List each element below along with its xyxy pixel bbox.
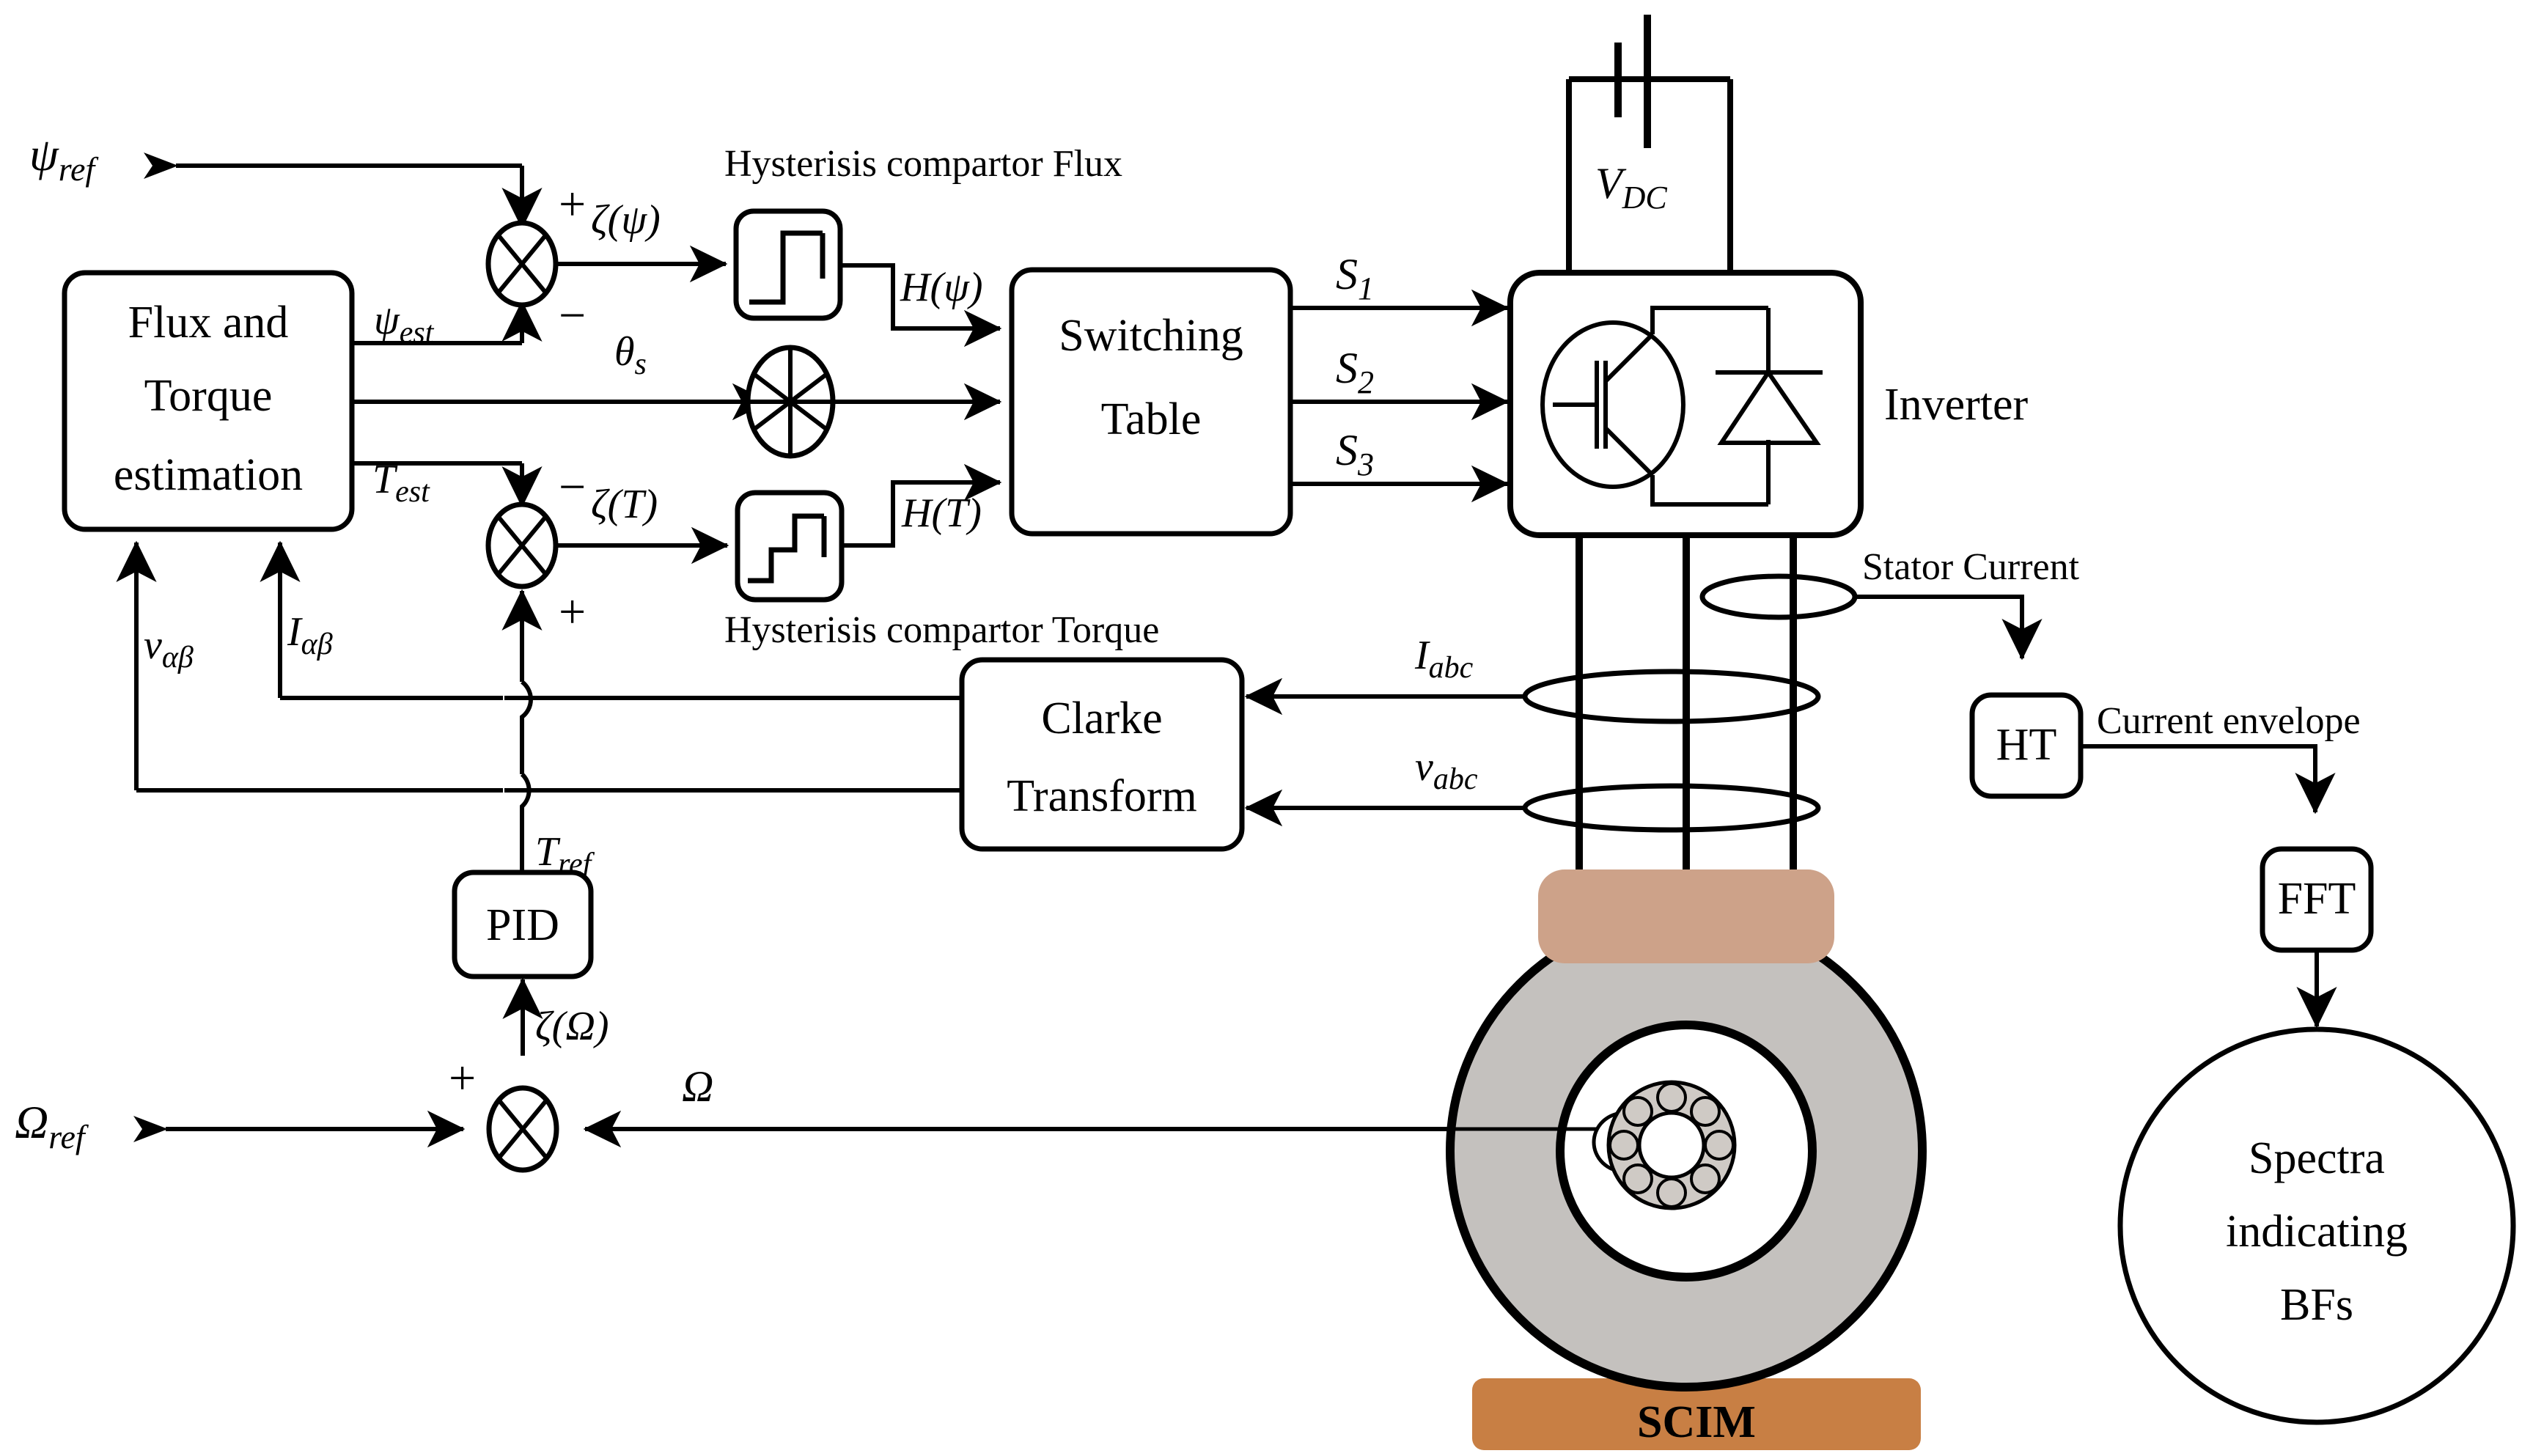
bearing-ball: [1690, 1163, 1721, 1194]
spectra-line1: Spectra: [2249, 1133, 2385, 1183]
bearing-ball: [1609, 1130, 1639, 1161]
t-est-label: Test: [372, 457, 430, 509]
flux-sum-x2: [496, 233, 548, 295]
current-envelope-label: Current envelope: [2097, 700, 2361, 742]
switching-table-line2: Table: [1101, 394, 1202, 444]
bearing-ball: [1622, 1096, 1653, 1127]
inverter-label: Inverter: [1884, 380, 2029, 430]
clarke-transform-block[interactable]: [959, 657, 1245, 852]
torque-sum-minus-sign: −: [559, 460, 586, 514]
speed-ref-source-arrow: [133, 1116, 168, 1142]
transistor-envelope-icon: [1540, 320, 1685, 489]
psi-est-label: ψest: [374, 298, 435, 350]
stator-current-tap-wire: [1855, 595, 2043, 661]
dc-source: [1566, 15, 1733, 273]
clarke-outputs: [504, 696, 962, 793]
spectra-result-node[interactable]: [2117, 1026, 2516, 1425]
motor-terminal-box: [1538, 869, 1834, 963]
torque-hysteresis-comparator[interactable]: [735, 490, 845, 603]
transistor-collector-lead: [1603, 332, 1655, 383]
pid-label: PID: [486, 900, 559, 950]
scim-motor[interactable]: [1446, 869, 1927, 1450]
flux-error-label: ζ(ψ): [591, 197, 661, 243]
clarke-line1: Clarke: [1041, 694, 1162, 743]
iabc-current-sensor-icon[interactable]: [1522, 669, 1821, 724]
bearing-assembly-icon: [1606, 1080, 1737, 1210]
flux-sum-minus-sign: −: [559, 289, 586, 342]
speed-sum-plus-sign: +: [449, 1051, 476, 1105]
hysteresis-torque-caption: Hysterisis compartor Torque: [724, 609, 1159, 651]
torque-error-label: ζ(T): [591, 482, 658, 527]
transistor-emitter-lead: [1603, 426, 1655, 477]
vabc-voltage-sensor-icon[interactable]: [1522, 783, 1821, 833]
estimator-line1: Flux and: [128, 298, 289, 348]
i-alphabeta-label: Iαβ: [287, 609, 333, 661]
transistor-top-rail: [1650, 306, 1768, 334]
sector-selector[interactable]: [745, 345, 836, 459]
flux-hysteresis-comparator[interactable]: [733, 208, 843, 321]
theta-s-label: θs: [614, 329, 647, 381]
freewheel-diode-icon: [1716, 308, 1823, 504]
bearing-inner-race: [1637, 1111, 1706, 1180]
speed-error-label: ζ(Ω): [535, 1004, 609, 1049]
flux-hyst-output-label: H(ψ): [900, 265, 983, 310]
flux-reference-input: [144, 152, 543, 229]
fft-label: FFT: [2278, 874, 2356, 924]
estimator-line3: estimation: [114, 450, 303, 500]
dc-voltage-label: VDC: [1595, 159, 1667, 216]
estimator-line2: Torque: [144, 371, 273, 421]
bearing-ball: [1704, 1130, 1735, 1161]
spectra-line2: indicating: [2226, 1207, 2408, 1257]
speed-sum-x2: [496, 1098, 549, 1160]
tref-seg-hop: [520, 680, 533, 774]
torque-hyst-staircase-glyph-icon: [748, 513, 824, 584]
clarke-line2: Transform: [1007, 771, 1197, 821]
torque-reference-path: [501, 589, 543, 925]
speed-summing-junction[interactable]: [486, 1085, 559, 1173]
iabc-label: Iabc: [1414, 633, 1474, 685]
spectra-line3: BFs: [2280, 1280, 2353, 1330]
bearing-ball: [1656, 1082, 1687, 1113]
flux-hyst-output-wire: [840, 263, 1002, 348]
motor-base-plate: [1472, 1378, 1921, 1450]
diode-triangle-icon: [1717, 368, 1821, 445]
flux-ref-label: ψref: [29, 128, 99, 188]
bearing-ball: [1690, 1096, 1721, 1127]
torque-summing-junction[interactable]: [485, 501, 559, 589]
s3-label: S3: [1336, 426, 1374, 482]
bearing-ball: [1622, 1163, 1653, 1194]
hilbert-label: HT: [1996, 720, 2057, 770]
flux-ref-source-arrow: [144, 152, 178, 179]
torque-hyst-output-label: H(T): [901, 490, 982, 536]
torque-sum-plus-sign: +: [559, 585, 586, 639]
s2-label: S2: [1336, 344, 1374, 400]
stator-current-sensor-icon[interactable]: [1699, 573, 1858, 620]
speed-ref-label: Ωref: [15, 1096, 89, 1155]
igbt-symbol-icon: [1540, 306, 1768, 507]
switching-table-line1: Switching: [1059, 311, 1243, 361]
tref-seg-lower: [520, 772, 532, 925]
torque-hyst-output-wire: [842, 463, 1002, 548]
hysteresis-flux-caption: Hysterisis compartor Flux: [724, 143, 1122, 185]
stator-current-label: Stator Current: [1862, 546, 2080, 588]
torque-sum-x2: [496, 515, 548, 576]
speed-label: Ω: [682, 1062, 713, 1111]
bearing-ball: [1656, 1177, 1687, 1208]
vabc-label: vabc: [1415, 744, 1478, 796]
pid-block[interactable]: [452, 869, 594, 979]
s1-label: S1: [1336, 250, 1374, 306]
flux-summing-junction[interactable]: [485, 220, 559, 308]
current-envelope-wire: [2081, 744, 2336, 815]
flux-sum-plus-sign: +: [559, 177, 586, 231]
estimator-inputs: [116, 540, 503, 793]
transistor-bottom-rail: [1650, 475, 1768, 507]
v-alphabeta-label: vαβ: [144, 622, 194, 674]
motor-label: SCIM: [1637, 1397, 1756, 1447]
switching-outputs: [1290, 289, 1510, 503]
